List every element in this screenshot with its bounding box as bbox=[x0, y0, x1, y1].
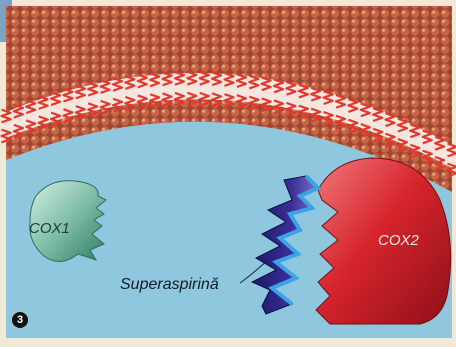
cox2-label: COX2 bbox=[378, 232, 419, 249]
superaspirin-label: Superaspirină bbox=[120, 276, 219, 294]
panel-number-badge: 3 bbox=[12, 312, 28, 328]
cox1-label: COX1 bbox=[29, 220, 70, 237]
